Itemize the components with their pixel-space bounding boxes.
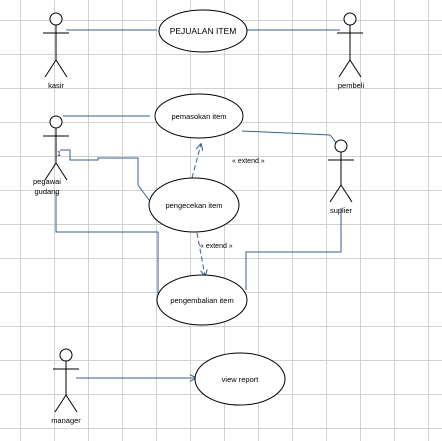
actor-suplier[interactable] bbox=[328, 139, 354, 203]
extend-arrow-2 bbox=[196, 232, 205, 276]
actor-manager-label: manager bbox=[51, 416, 81, 425]
usecase-pengembalian-item-label: pengembalian item bbox=[170, 296, 233, 305]
usecase-pengecekan-item[interactable]: pengecekan item bbox=[148, 177, 240, 233]
assoc-suplier-pengembalian bbox=[245, 208, 342, 290]
extend-label-1: « extend » bbox=[232, 158, 265, 165]
usecase-pemasokan-item-label: pemasokan item bbox=[171, 112, 226, 121]
multiplicity-label: 1 bbox=[57, 151, 61, 158]
actor-kasir[interactable] bbox=[43, 12, 69, 78]
actor-suplier-label: suplier bbox=[330, 206, 353, 215]
usecase-penjualan-item[interactable]: PEJUALAN ITEM bbox=[158, 9, 248, 53]
usecase-pengecekan-item-label: pengecekan item bbox=[165, 201, 222, 210]
extend-label-2: « extend » bbox=[200, 243, 233, 250]
usecase-penjualan-item-label: PEJUALAN ITEM bbox=[170, 26, 237, 36]
usecase-pemasokan-item[interactable]: pemasokan item bbox=[154, 93, 244, 139]
actor-pegawai-gudang[interactable] bbox=[43, 115, 69, 181]
actor-pembeli[interactable] bbox=[337, 12, 363, 78]
actor-pembeli-label: pembeli bbox=[338, 81, 365, 90]
usecase-view-report[interactable]: view report bbox=[194, 352, 286, 406]
actor-pegawai-gudang-label-1: pegawai bbox=[33, 177, 61, 186]
extend-arrow-1 bbox=[191, 144, 201, 179]
actor-kasir-label: kasir bbox=[48, 81, 64, 90]
actor-pegawai-gudang-label-2: gudang bbox=[34, 187, 59, 196]
usecase-view-report-label: view report bbox=[222, 375, 260, 384]
usecase-pengembalian-item[interactable]: pengembalian item bbox=[156, 274, 248, 326]
assoc-pegawai-pengembalian bbox=[55, 192, 159, 298]
assoc-suplier-pemasokan bbox=[241, 130, 339, 146]
actor-manager[interactable] bbox=[53, 348, 79, 413]
assoc-pegawai-pengecekan bbox=[60, 149, 150, 201]
